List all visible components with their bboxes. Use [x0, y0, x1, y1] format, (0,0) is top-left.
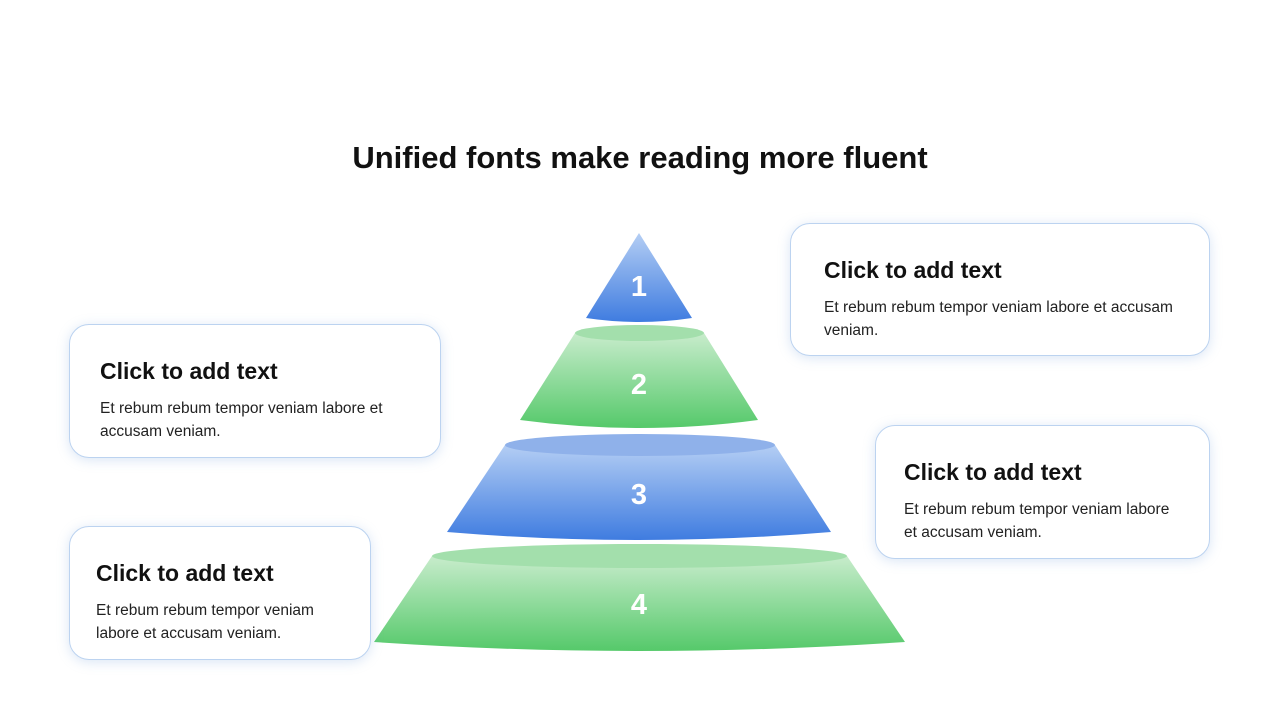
pyramid-level-2-number: 2: [631, 369, 647, 401]
text-card-title[interactable]: Click to add text: [100, 358, 278, 384]
text-card-title[interactable]: Click to add text: [824, 257, 1002, 283]
pyramid-level-4[interactable]: 4: [374, 544, 905, 651]
text-card-level-2[interactable]: Click to add text Et rebum rebum tempor …: [69, 324, 441, 458]
text-card-level-4[interactable]: Click to add text Et rebum rebum tempor …: [69, 526, 371, 660]
text-card-body[interactable]: Et rebum rebum tempor veniam labore et a…: [96, 602, 314, 642]
text-card-body[interactable]: Et rebum rebum tempor veniam labore et a…: [100, 400, 383, 440]
pyramid-level-3-number: 3: [631, 479, 647, 511]
text-card-title[interactable]: Click to add text: [96, 560, 274, 586]
text-card-level-1[interactable]: Click to add text Et rebum rebum tempor …: [790, 223, 1210, 356]
pyramid-level-3-rim: [505, 434, 775, 456]
pyramid-level-1[interactable]: 1: [586, 233, 692, 322]
slide-title: Unified fonts make reading more fluent: [352, 140, 928, 175]
text-card-title[interactable]: Click to add text: [904, 459, 1082, 485]
pyramid-level-4-rim: [432, 544, 847, 568]
text-card-level-3[interactable]: Click to add text Et rebum rebum tempor …: [875, 425, 1210, 559]
pyramid-level-3[interactable]: 3: [447, 434, 831, 540]
pyramid-level-4-number: 4: [631, 589, 647, 621]
pyramid-level-2[interactable]: 2: [520, 325, 758, 428]
pyramid-level-2-rim: [575, 325, 704, 341]
pyramid-level-1-number: 1: [631, 271, 647, 303]
text-card-body[interactable]: Et rebum rebum tempor veniam labore et a…: [824, 299, 1173, 339]
text-card-body[interactable]: Et rebum rebum tempor veniam labore et a…: [904, 501, 1170, 541]
